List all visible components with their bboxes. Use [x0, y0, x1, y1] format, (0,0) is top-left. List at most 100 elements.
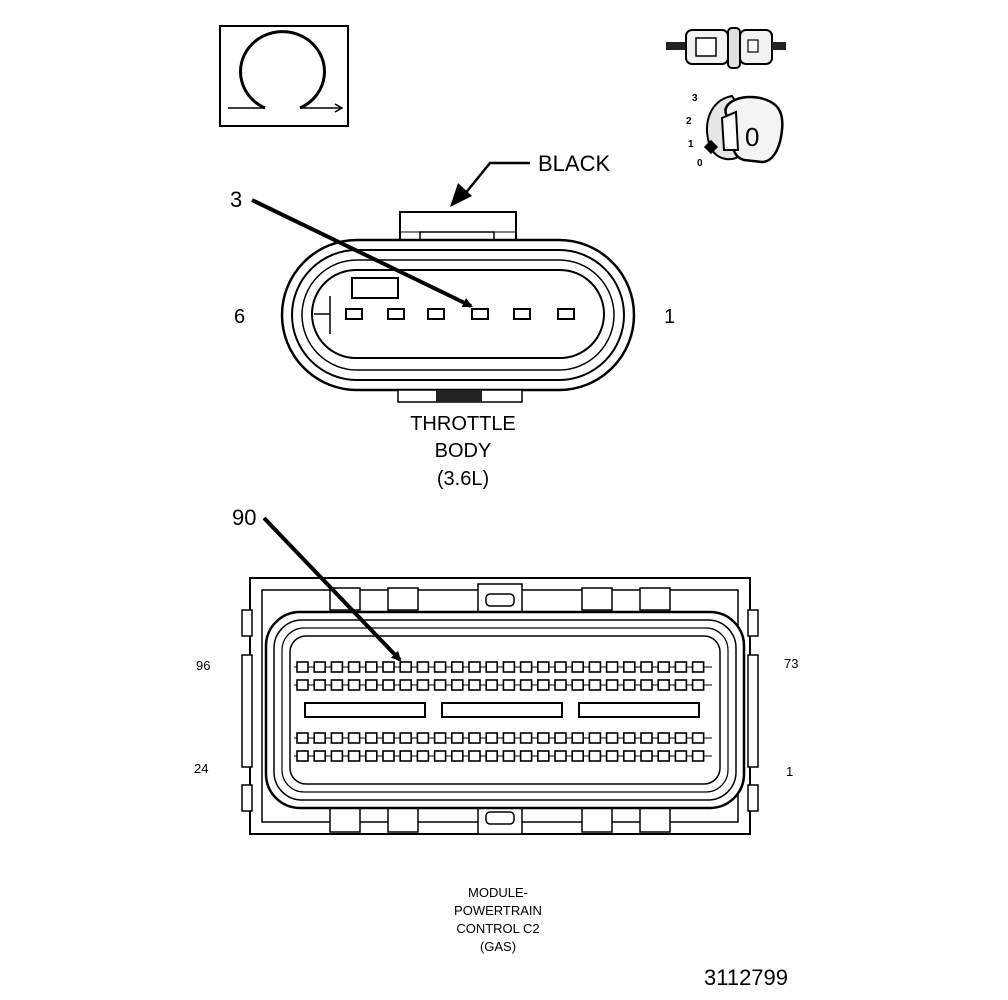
pin-cavity: [554, 750, 567, 762]
pcm-c2-connector: 90 96 73 24 1 MODULE- POWERTRAIN CONTROL…: [194, 505, 798, 954]
callout-pin-3: 3: [230, 187, 242, 212]
scale-label-2: 2: [686, 116, 692, 127]
pin-cavity: [347, 732, 361, 744]
callout-pin-90: 90: [232, 505, 256, 530]
pin-cavity: [433, 679, 447, 691]
pin-cavity: [640, 732, 653, 744]
connector-title-line-1: THROTTLE: [410, 413, 516, 435]
pin-cavity: [471, 308, 489, 320]
connector-title-line-3: (3.6L): [437, 468, 489, 490]
pin-cavity: [313, 661, 327, 673]
pin-cavity: [313, 732, 327, 744]
throttle-body-connector: BLACK 3 6 1 THROTTLE BODY (3.6L): [230, 151, 675, 490]
pin-cavity: [588, 679, 602, 691]
pcm-title-line-3: CONTROL C2: [456, 921, 539, 936]
pin-cavity: [468, 732, 481, 744]
pin-cavity: [605, 750, 619, 762]
pin-cavity: [536, 661, 550, 673]
pin-cavity: [399, 661, 413, 673]
pin-cavity: [557, 308, 575, 320]
pin-cavity: [519, 732, 533, 744]
pin-label-24: 24: [194, 761, 208, 776]
pin-cavity: [622, 750, 636, 762]
pin-cavity: [382, 732, 395, 744]
pin-cavity: [674, 679, 688, 691]
pin-cavity: [399, 750, 413, 762]
pin-cavity: [571, 732, 585, 744]
pin-label-1: 1: [786, 764, 793, 779]
pin-cavity: [640, 750, 653, 762]
pin-cavity: [657, 679, 671, 691]
pin-cavity: [640, 661, 653, 673]
pcm-pin-grid: [294, 661, 712, 762]
pin-cavity: [657, 661, 671, 673]
pin-cavity: [450, 679, 464, 691]
key-digit: 0: [745, 122, 759, 152]
pin-cavity: [691, 732, 705, 744]
pin-cavity: [330, 679, 344, 691]
pin-cavity: [468, 661, 481, 673]
pin-cavity: [364, 732, 378, 744]
pin-cavity: [554, 732, 567, 744]
pin-cavity: [622, 679, 636, 691]
pin-cavity: [433, 750, 447, 762]
pin-cavity: [416, 679, 430, 691]
scale-label-1: 1: [688, 139, 694, 150]
scale-label-3: 3: [692, 93, 698, 104]
pin-cavity: [347, 661, 361, 673]
pin-cavity: [536, 750, 550, 762]
pin-cavity: [399, 679, 413, 691]
pin-cavity: [691, 750, 705, 762]
pin-cavity: [571, 661, 585, 673]
pin-cavity: [364, 750, 378, 762]
pin-cavity: [691, 679, 705, 691]
pcm-title-line-2: POWERTRAIN: [454, 903, 542, 918]
pin-cavity: [691, 661, 705, 673]
view-direction-icon: [219, 25, 349, 127]
pin-cavity: [519, 661, 533, 673]
pin-cavity: [588, 732, 602, 744]
pin-cavity: [536, 679, 550, 691]
pin-cavity: [502, 750, 516, 762]
pin-cavity: [674, 661, 688, 673]
pin-cavity: [416, 732, 430, 744]
pin-cavity: [416, 661, 430, 673]
pin-cavity: [330, 750, 344, 762]
pin-label-96: 96: [196, 658, 210, 673]
pin-cavity: [427, 308, 445, 320]
pin-cavity: [387, 308, 405, 320]
pin-cavity: [347, 750, 361, 762]
pin-cavity: [519, 679, 533, 691]
pin-cavity: [554, 661, 567, 673]
pin-cavity: [296, 732, 309, 744]
pin-cavity: [657, 750, 671, 762]
pin-cavity: [519, 750, 533, 762]
pin-cavity: [502, 732, 516, 744]
pin-cavity: [571, 679, 585, 691]
pin-cavity: [450, 732, 464, 744]
pin-cavity: [450, 750, 464, 762]
pin-cavity: [485, 679, 499, 691]
pin-cavity: [571, 750, 585, 762]
throttle-body-pin-row: [345, 308, 575, 320]
pin-cavity: [313, 750, 327, 762]
pin-cavity: [382, 661, 395, 673]
pin-cavity: [485, 661, 499, 673]
pin-cavity: [588, 661, 602, 673]
pin-cavity: [382, 679, 395, 691]
pin-cavity: [605, 732, 619, 744]
pin-cavity: [657, 732, 671, 744]
pin-cavity: [605, 679, 619, 691]
pin-cavity: [330, 661, 344, 673]
pin-cavity: [502, 661, 516, 673]
pin-cavity: [605, 661, 619, 673]
pin-cavity: [399, 732, 413, 744]
pin-cavity: [622, 732, 636, 744]
connector-title-line-2: BODY: [435, 440, 492, 462]
pin-cavity: [364, 661, 378, 673]
pin-cavity: [588, 750, 602, 762]
pin-cavity: [364, 679, 378, 691]
end-pin-right: 1: [664, 306, 675, 328]
connector-mate-icon: [666, 27, 786, 69]
